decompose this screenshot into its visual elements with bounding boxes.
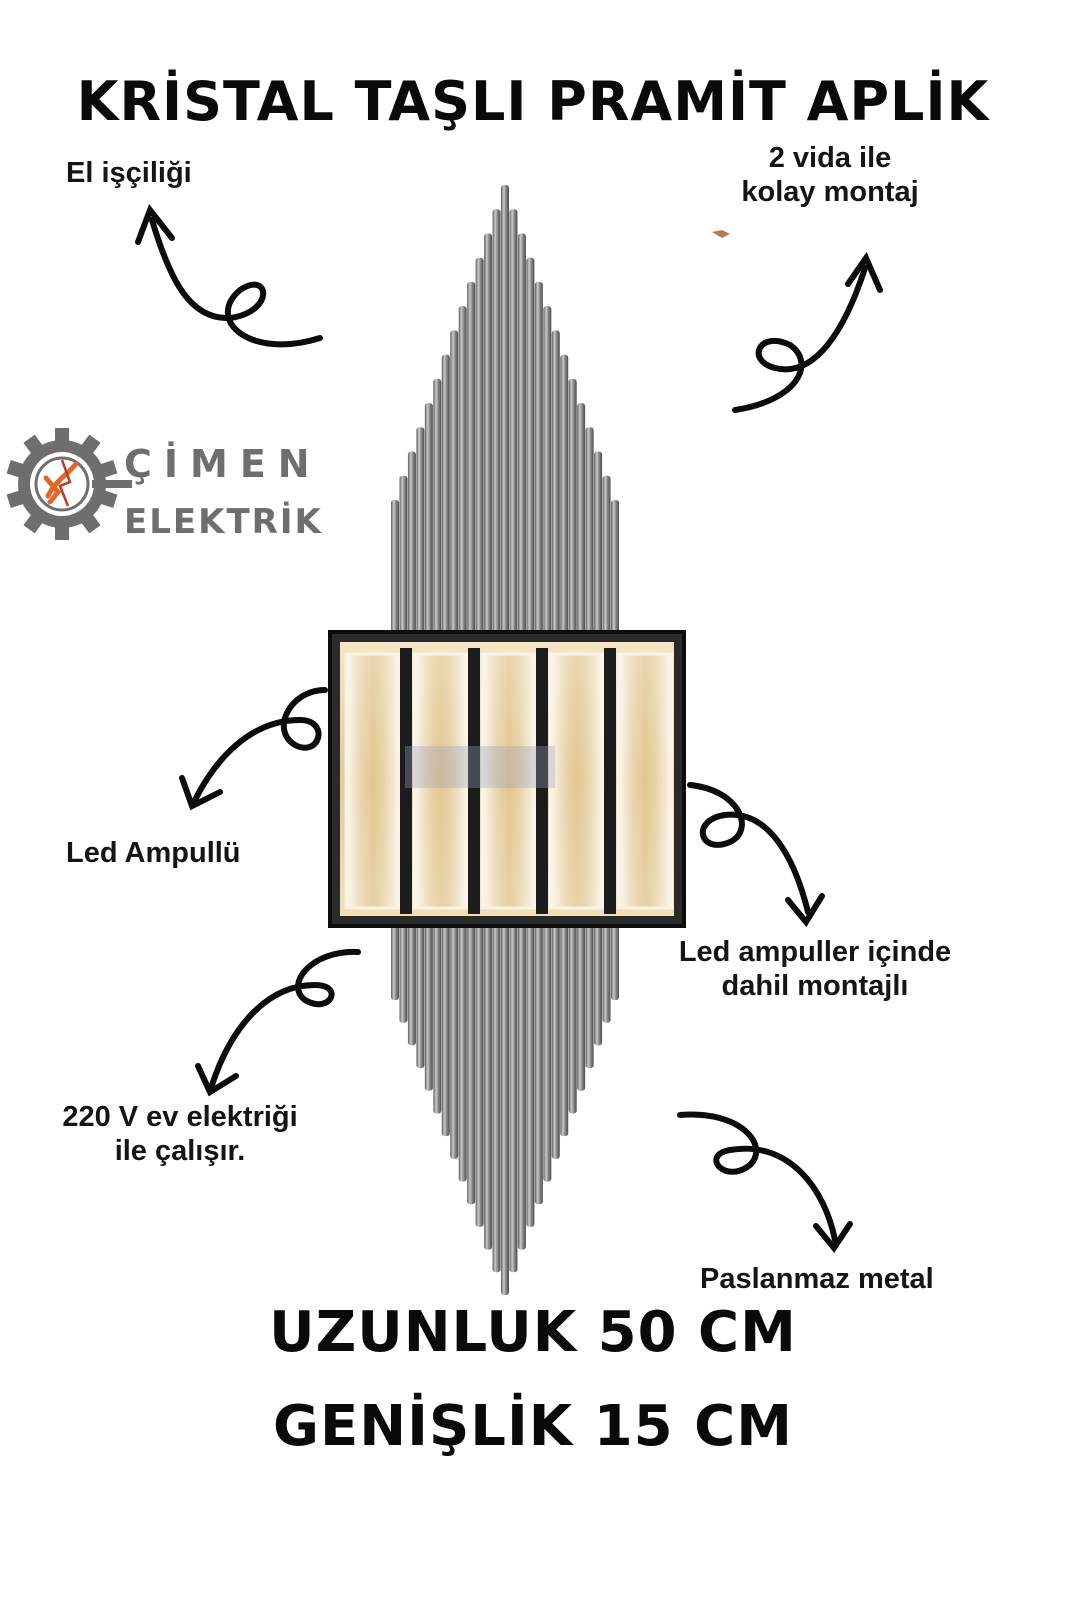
feature-handmade: El işçiliği [66, 157, 192, 189]
gear-tooth [55, 524, 69, 540]
feature-led: Led Ampullü [66, 837, 241, 869]
crystal-divider [400, 648, 412, 914]
feature-included-line1: Led ampuller içinde [678, 936, 952, 968]
crystal-divider [536, 648, 548, 914]
crystal-bar [548, 652, 606, 910]
crystal-box [328, 630, 686, 928]
arrow-mount-head [845, 251, 883, 293]
brand-line2: ELEKTRİK [124, 502, 323, 542]
dimension-width: GENİŞLİK 15 CM [273, 1394, 793, 1459]
arrow-included [687, 782, 811, 915]
product-title: KRİSTAL TAŞLI PRAMİT APLİK [76, 70, 990, 133]
crystal-bar [616, 652, 674, 910]
arrow-mount [732, 265, 868, 413]
arrow-material-head [813, 1221, 853, 1254]
feature-included-line2: dahil montajlı [721, 970, 909, 1002]
feature-voltage: 220 V ev elektriği ile çalışır. [30, 1100, 330, 1168]
feature-mount-line2: kolay montaj [741, 176, 919, 208]
feature-voltage-line2: ile çalışır. [114, 1135, 246, 1167]
feature-included: Led ampuller içinde dahil montajlı [640, 935, 990, 1003]
cimen-gear-logo-icon [6, 428, 132, 540]
arrow-included-head [785, 893, 825, 928]
arrow-voltage-head [195, 1063, 239, 1097]
brand-line1: ÇİMEN [124, 442, 322, 486]
feature-mount: 2 vida ile kolay montaj [710, 141, 950, 209]
arrow-led-head [179, 775, 223, 811]
crystal-divider [604, 648, 616, 914]
arrow-led [192, 687, 328, 803]
arrows [135, 203, 883, 1254]
dimension-length: UZUNLUK 50 CM [269, 1300, 797, 1365]
screw-icon [712, 230, 730, 238]
arrow-handmade-head [135, 203, 175, 245]
arrow-material [677, 1111, 838, 1243]
crystal-bar [344, 652, 402, 910]
arrow-handmade [149, 217, 323, 348]
gear-tooth [55, 428, 69, 444]
feature-material: Paslanmaz metal [700, 1263, 934, 1295]
feature-voltage-line1: 220 V ev elektriği [62, 1101, 298, 1133]
feature-mount-line1: 2 vida ile [768, 142, 892, 174]
crystal-bar [480, 652, 538, 910]
crystal-divider [468, 648, 480, 914]
arrow-voltage [209, 948, 361, 1088]
